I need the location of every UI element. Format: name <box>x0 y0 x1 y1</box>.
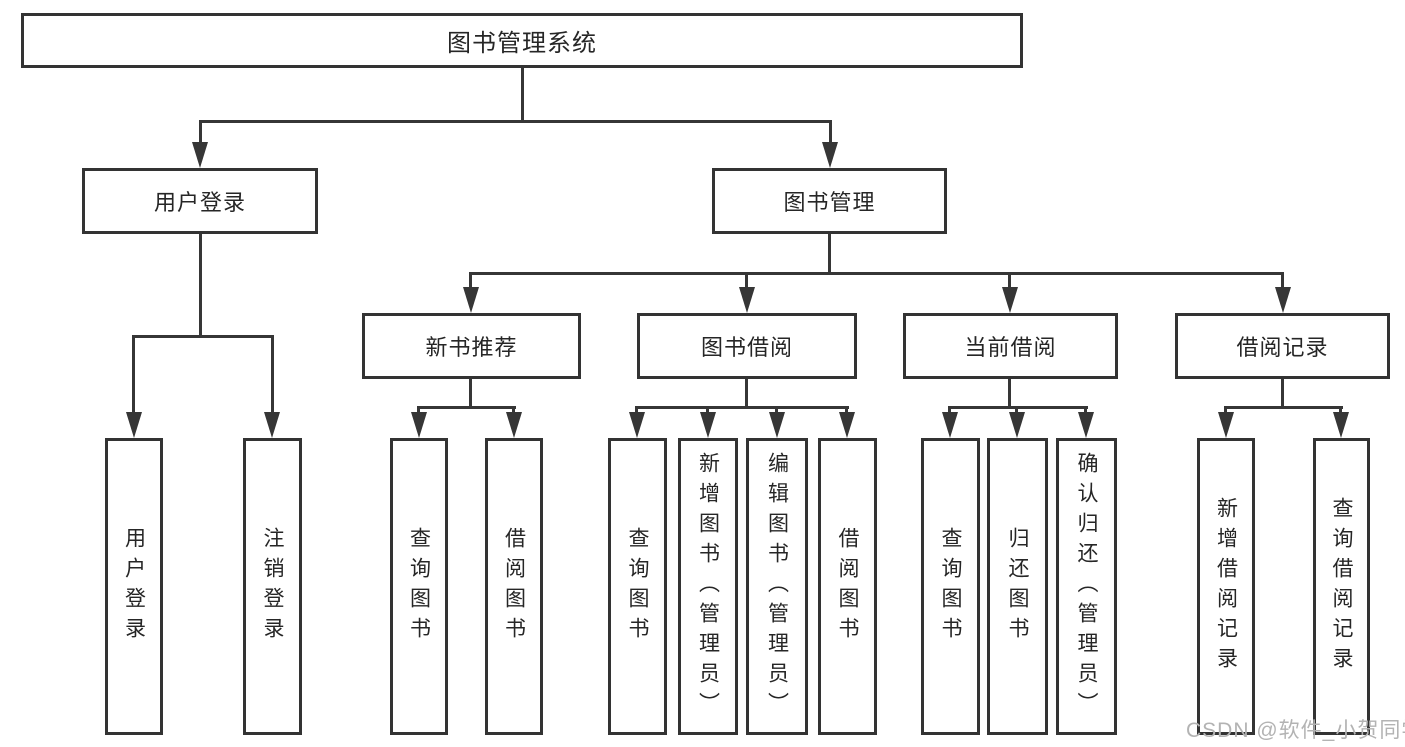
node-label: 新增借阅记录 <box>1214 496 1238 677</box>
node-label: 查询图书 <box>626 526 649 647</box>
connector-stem <box>745 379 748 408</box>
node-label: 当前借阅 <box>964 335 1057 360</box>
arrow-down-icon <box>1333 412 1349 438</box>
leaf-borrow-book: 借阅图书 <box>818 438 877 735</box>
connector-bar <box>417 406 516 409</box>
arrow-down-icon <box>1002 287 1018 313</box>
node-label: 借阅记录 <box>1236 335 1329 360</box>
node-label: 确认归还（管理员） <box>1075 451 1098 722</box>
watermark: CSDN @软件_小贺同学 <box>1186 719 1405 742</box>
connector-drop <box>948 406 951 415</box>
leaf-query-book-current: 查询图书 <box>921 438 980 735</box>
connector-drop <box>1015 406 1018 415</box>
node-label: 注销登录 <box>261 526 284 647</box>
arrow-down-icon <box>1275 287 1291 313</box>
connector-drop <box>775 406 778 415</box>
connector-drop <box>271 335 274 415</box>
leaf-query-borrow-record: 查询借阅记录 <box>1313 438 1370 735</box>
node-label: 新书推荐 <box>425 335 518 360</box>
leaf-user-login: 用户登录 <box>105 438 163 735</box>
node-current-borrow: 当前借阅 <box>903 313 1118 379</box>
node-label: 查询图书 <box>939 526 962 647</box>
node-new-book-recommend: 新书推荐 <box>362 313 581 379</box>
connector-bar <box>948 406 1088 409</box>
node-label: 图书借阅 <box>700 335 793 360</box>
connector-drop <box>706 406 709 415</box>
connector-drop <box>635 406 638 415</box>
node-book-borrow: 图书借阅 <box>637 313 857 379</box>
leaf-edit-book-admin: 编辑图书（管理员） <box>746 438 808 735</box>
node-label: 用户登录 <box>122 526 146 647</box>
arrow-down-icon <box>769 412 785 438</box>
connector-drop <box>1224 406 1227 415</box>
arrow-down-icon <box>264 412 280 438</box>
node-label: 图书管理 <box>783 190 876 215</box>
connector-stem <box>469 379 472 408</box>
leaf-query-book-recommend: 查询图书 <box>390 438 448 735</box>
connector-drop <box>469 272 472 289</box>
arrow-down-icon <box>942 412 958 438</box>
connector-drop <box>1084 406 1087 415</box>
connector-drop <box>1281 272 1284 289</box>
connector-stem <box>828 234 831 274</box>
arrow-down-icon <box>700 412 716 438</box>
connector-bar <box>635 406 849 409</box>
arrow-down-icon <box>506 412 522 438</box>
node-user-login: 用户登录 <box>82 168 318 234</box>
connector-bar <box>132 335 274 338</box>
connector-bar <box>469 272 1284 275</box>
node-label: 借阅图书 <box>836 526 859 647</box>
connector-stem <box>521 68 524 122</box>
node-label: 借阅图书 <box>502 526 526 647</box>
connector-drop <box>745 272 748 289</box>
arrow-down-icon <box>126 412 142 438</box>
leaf-borrow-book-recommend: 借阅图书 <box>485 438 543 735</box>
leaf-return-book: 归还图书 <box>987 438 1048 735</box>
node-label: 查询图书 <box>407 526 431 647</box>
arrow-down-icon <box>1078 412 1094 438</box>
node-borrow-records: 借阅记录 <box>1175 313 1390 379</box>
arrow-down-icon <box>629 412 645 438</box>
arrow-down-icon <box>739 287 755 313</box>
connector-drop <box>417 406 420 415</box>
connector-drop <box>512 406 515 415</box>
leaf-query-book-borrow: 查询图书 <box>608 438 667 735</box>
node-label: 新增图书（管理员） <box>696 451 720 722</box>
node-label: 编辑图书（管理员） <box>765 451 789 722</box>
leaf-confirm-return-admin: 确认归还（管理员） <box>1056 438 1117 735</box>
connector-stem <box>199 234 202 337</box>
arrow-down-icon <box>463 287 479 313</box>
connector-drop <box>199 120 202 144</box>
arrow-down-icon <box>822 142 838 168</box>
node-root: 图书管理系统 <box>21 13 1023 68</box>
connector-drop <box>1008 272 1011 289</box>
leaf-add-book-admin: 新增图书（管理员） <box>678 438 738 735</box>
node-book-management: 图书管理 <box>712 168 947 234</box>
connector-bar <box>1224 406 1343 409</box>
connector-drop <box>1339 406 1342 415</box>
connector-drop <box>845 406 848 415</box>
node-label: 归还图书 <box>1006 526 1029 647</box>
arrow-down-icon <box>1009 412 1025 438</box>
node-label: 图书管理系统 <box>447 30 597 57</box>
connector-drop <box>829 120 832 144</box>
arrow-down-icon <box>411 412 427 438</box>
connector-bar <box>199 120 832 123</box>
leaf-add-borrow-record: 新增借阅记录 <box>1197 438 1255 735</box>
arrow-down-icon <box>192 142 208 168</box>
node-label: 查询借阅记录 <box>1330 496 1353 677</box>
arrow-down-icon <box>1218 412 1234 438</box>
connector-drop <box>132 335 135 415</box>
leaf-logout: 注销登录 <box>243 438 302 735</box>
node-label: 用户登录 <box>153 190 246 215</box>
arrow-down-icon <box>839 412 855 438</box>
connector-stem <box>1281 379 1284 408</box>
connector-stem <box>1008 379 1011 408</box>
